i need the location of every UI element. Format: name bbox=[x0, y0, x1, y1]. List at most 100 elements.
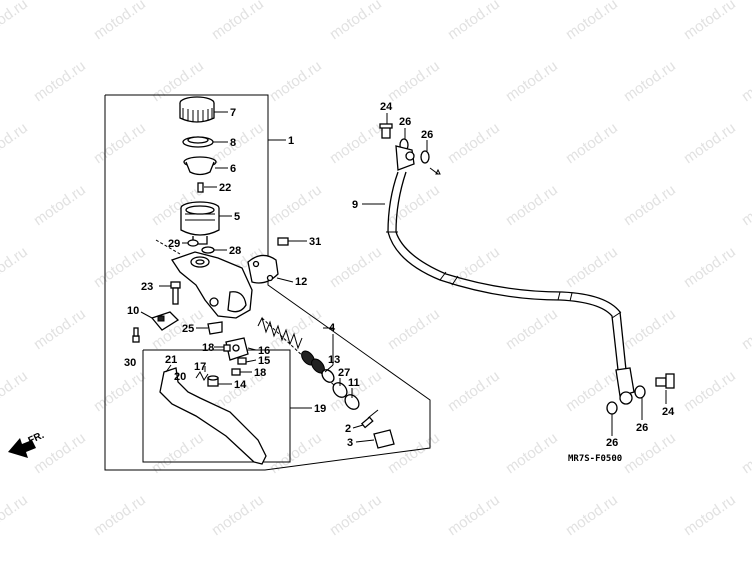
callout-24a: 24 bbox=[380, 101, 393, 113]
callout-14: 14 bbox=[234, 379, 247, 391]
banjo-bolt-lower bbox=[655, 373, 675, 389]
callout-10: 10 bbox=[127, 305, 139, 317]
watermark-text: motod.ru bbox=[91, 491, 149, 539]
watermark-text: motod.ru bbox=[0, 243, 31, 291]
callout-26d: 26 bbox=[636, 422, 648, 434]
callout-3: 3 bbox=[347, 437, 353, 449]
watermark-text: motod.ru bbox=[267, 57, 325, 105]
watermark-text: motod.ru bbox=[621, 181, 679, 229]
callout-9: 9 bbox=[352, 199, 358, 211]
o-ring-29 bbox=[187, 239, 199, 247]
callout-5: 5 bbox=[234, 211, 240, 223]
callout-24b: 24 bbox=[662, 406, 675, 418]
boot-25 bbox=[207, 321, 223, 335]
watermark-text: motod.ru bbox=[149, 305, 207, 353]
diagram-code: MR7S-F0500 bbox=[568, 454, 622, 464]
callout-28: 28 bbox=[229, 245, 241, 257]
reservoir-body bbox=[180, 201, 220, 245]
watermark-text: motod.ru bbox=[91, 119, 149, 167]
watermark-text: motod.ru bbox=[327, 119, 385, 167]
callout-1: 1 bbox=[288, 135, 294, 147]
watermark-text: motod.ru bbox=[0, 0, 31, 43]
watermark-text: motod.ru bbox=[681, 119, 739, 167]
clutch-lever bbox=[159, 367, 267, 465]
watermark-text: motod.ru bbox=[267, 429, 325, 477]
callout-21: 21 bbox=[165, 354, 177, 366]
callout-27: 27 bbox=[338, 367, 350, 379]
bushing-14 bbox=[207, 375, 219, 387]
watermark-text: motod.ru bbox=[503, 57, 561, 105]
watermark-text: motod.ru bbox=[681, 491, 739, 539]
callout-26a: 26 bbox=[399, 116, 411, 128]
callout-15: 15 bbox=[258, 355, 270, 367]
callout-6: 6 bbox=[230, 163, 236, 175]
watermark-text: motod.ru bbox=[0, 491, 31, 539]
forward-arrow-icon bbox=[8, 438, 36, 458]
watermark-text: motod.ru bbox=[621, 305, 679, 353]
screw-18b bbox=[231, 368, 241, 376]
bolt-31 bbox=[277, 237, 300, 246]
callout-23: 23 bbox=[141, 281, 153, 293]
watermark-text: motod.ru bbox=[209, 491, 267, 539]
watermark-text: motod.ru bbox=[563, 243, 621, 291]
watermark-text: motod.ru bbox=[31, 57, 89, 105]
callout-2: 2 bbox=[345, 423, 351, 435]
callout-26c: 26 bbox=[606, 437, 618, 449]
circlip-11 bbox=[344, 394, 360, 410]
watermark-text: motod.ru bbox=[327, 491, 385, 539]
watermark-text: motod.ru bbox=[621, 57, 679, 105]
watermark-text: motod.ru bbox=[445, 119, 503, 167]
watermark-text: motod.ru bbox=[31, 181, 89, 229]
watermark-text: motod.ru bbox=[267, 181, 325, 229]
watermark-text: motod.ru bbox=[445, 491, 503, 539]
reservoir-cap bbox=[179, 96, 215, 123]
watermark-text: motod.ru bbox=[739, 57, 752, 105]
screw-18a bbox=[223, 344, 231, 352]
watermark-text: motod.ru bbox=[563, 119, 621, 167]
watermark-text: motod.ru bbox=[385, 305, 443, 353]
dust-boot bbox=[373, 429, 395, 449]
nut-15 bbox=[237, 357, 247, 365]
master-cylinder-body bbox=[170, 251, 253, 319]
watermark-text: motod.ru bbox=[739, 305, 752, 353]
callout-8: 8 bbox=[230, 137, 236, 149]
watermark-text: motod.ru bbox=[503, 429, 561, 477]
watermark-text: motod.ru bbox=[91, 0, 149, 43]
watermark-text: motod.ru bbox=[563, 0, 621, 43]
callout-19: 19 bbox=[314, 403, 326, 415]
direction-label: FR. bbox=[27, 430, 46, 447]
banjo-fitting-upper bbox=[395, 145, 415, 171]
callout-labels: 1 2 3 4 5 6 7 8 9 10 11 12 13 14 15 16 1… bbox=[124, 101, 675, 449]
callout-12: 12 bbox=[295, 276, 307, 288]
watermark-text: motod.ru bbox=[91, 367, 149, 415]
callout-18a: 18 bbox=[202, 342, 214, 354]
watermark-text: motod.ru bbox=[503, 181, 561, 229]
callout-20: 20 bbox=[174, 371, 186, 383]
watermark-text: motod.ru bbox=[739, 429, 752, 477]
watermark-text: motod.ru bbox=[0, 119, 31, 167]
watermark-text: motod.ru bbox=[267, 305, 325, 353]
handlebar-clamp bbox=[247, 254, 279, 284]
push-rod bbox=[360, 409, 379, 429]
watermark-text: motod.ru bbox=[681, 243, 739, 291]
watermark-text: motod.ru bbox=[681, 0, 739, 43]
callout-22: 22 bbox=[219, 182, 231, 194]
watermark-text: motod.ru bbox=[503, 305, 561, 353]
callout-31: 31 bbox=[309, 236, 321, 248]
piston-cups bbox=[301, 350, 335, 383]
callout-30: 30 bbox=[124, 357, 136, 369]
callout-26b: 26 bbox=[421, 129, 433, 141]
callout-11: 11 bbox=[348, 377, 360, 389]
diaphragm-plate bbox=[182, 136, 214, 148]
callout-4: 4 bbox=[329, 322, 336, 334]
screw-22 bbox=[197, 182, 204, 193]
pivot-bolt-23 bbox=[170, 281, 181, 305]
watermark-text: motod.ru bbox=[445, 0, 503, 43]
banjo-fitting-lower bbox=[615, 367, 635, 405]
screw-30 bbox=[132, 327, 140, 343]
watermark-text: motod.ru bbox=[209, 119, 267, 167]
watermark-text: motod.ru bbox=[327, 0, 385, 43]
callout-18b: 18 bbox=[254, 367, 266, 379]
